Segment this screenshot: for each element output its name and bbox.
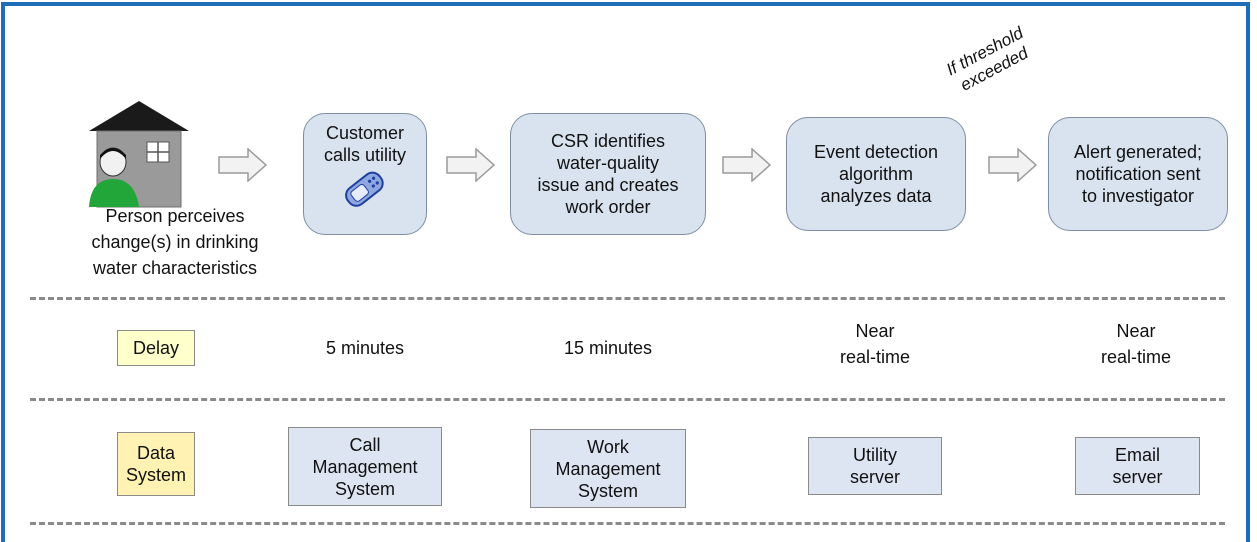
system-work-line-1: Work <box>587 436 629 457</box>
delay-value-alert: Near real-time <box>1061 318 1211 370</box>
system-work-management: Work Management System <box>530 429 686 508</box>
system-work-line-3: System <box>577 480 638 501</box>
system-work-line-2: Management <box>555 458 661 479</box>
step-event-detection: Event detection algorithm analyzes data <box>786 117 966 231</box>
data-system-label-line-2: System <box>125 465 186 485</box>
step-1-line-1: Customer <box>325 123 405 143</box>
person-caption-line-1: Person perceives <box>105 206 245 226</box>
block-arrow-icon <box>218 148 268 182</box>
step-customer-calls: Customer calls utility <box>303 113 427 235</box>
person-caption: Person perceives change(s) in drinking w… <box>80 203 270 281</box>
step-2-line-3: issue and creates <box>537 175 679 195</box>
delay-label: Delay <box>117 330 195 366</box>
system-utility-line-2: server <box>849 467 900 487</box>
delay-value-work-order: 15 minutes <box>533 318 683 378</box>
data-system-label: Data System <box>117 432 195 496</box>
delay-value-alert-line-1: Near <box>1116 321 1156 341</box>
system-utility-line-1: Utility <box>852 445 897 465</box>
step-4-line-1: Alert generated; <box>1073 142 1203 162</box>
block-arrow-icon <box>446 148 496 182</box>
person-caption-line-2: change(s) in drinking <box>91 232 259 252</box>
person-caption-line-3: water characteristics <box>92 258 258 278</box>
block-arrow-icon <box>722 148 772 182</box>
system-email-line-2: server <box>1112 467 1163 487</box>
delay-label-text: Delay <box>132 338 180 358</box>
step-2-line-2: water-quality <box>556 153 660 173</box>
separator-line <box>30 522 1225 525</box>
delay-value-call: 5 minutes <box>290 318 440 378</box>
cell-phone-icon <box>345 171 384 207</box>
system-email-line-1: Email <box>1114 445 1160 465</box>
step-1-line-2: calls utility <box>323 145 407 165</box>
system-call-line-3: System <box>334 478 395 499</box>
separator-line <box>30 297 1225 300</box>
block-arrow-icon <box>988 148 1038 182</box>
data-system-label-line-1: Data <box>136 443 175 463</box>
step-4-line-3: to investigator <box>1081 186 1195 206</box>
step-alert-generated: Alert generated; notification sent to in… <box>1048 117 1228 231</box>
delay-value-work-line-1: 15 minutes <box>563 338 653 358</box>
system-call-line-2: Management <box>312 456 418 477</box>
delay-value-call-line-1: 5 minutes <box>325 338 405 358</box>
delay-value-event-line-2: real-time <box>839 347 910 367</box>
step-4-line-2: notification sent <box>1075 164 1201 184</box>
system-call-management: Call Management System <box>288 427 442 506</box>
system-utility-server: Utility server <box>808 437 942 495</box>
step-3-line-3: analyzes data <box>820 186 932 206</box>
step-3-line-1: Event detection <box>813 142 939 162</box>
delay-value-event-detection: Near real-time <box>800 318 950 370</box>
delay-value-event-line-1: Near <box>855 321 895 341</box>
system-call-line-1: Call <box>349 434 381 455</box>
house-with-person-icon <box>89 101 189 208</box>
separator-line <box>30 398 1225 401</box>
step-3-line-2: algorithm <box>838 164 914 184</box>
step-2-line-1: CSR identifies <box>550 131 666 151</box>
system-email-server: Email server <box>1075 437 1200 495</box>
step-csr-identifies: CSR identifies water-quality issue and c… <box>510 113 706 235</box>
delay-value-alert-line-2: real-time <box>1100 347 1171 367</box>
step-2-line-4: work order <box>565 197 651 217</box>
